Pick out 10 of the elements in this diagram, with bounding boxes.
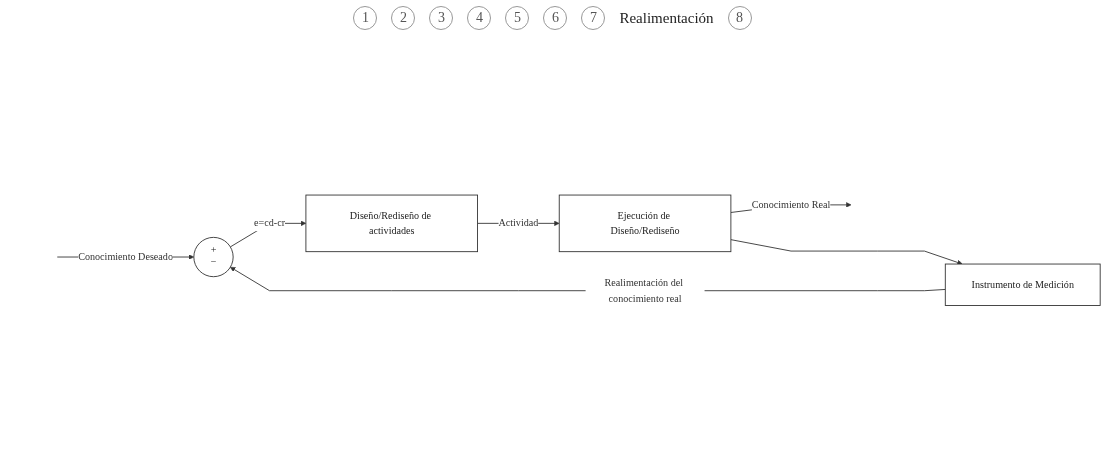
- note-text: Realimentación: [619, 9, 714, 27]
- edge-label: Conocimiento Real: [751, 199, 831, 211]
- edge-label: Conocimiento Deseado: [78, 251, 173, 263]
- edge-label: Actividad: [498, 217, 539, 230]
- node-box: Diseño/Rediseño de actividades: [305, 194, 478, 253]
- node-box: Ejecución de Diseño/Rediseño: [558, 194, 732, 253]
- edge-label: e=cd-cr: [254, 217, 286, 230]
- edge-label: Realimentación del conocimiento real: [604, 277, 684, 304]
- node-circle: + −: [193, 237, 234, 278]
- node-box: Instrumento de Medición: [944, 263, 1101, 307]
